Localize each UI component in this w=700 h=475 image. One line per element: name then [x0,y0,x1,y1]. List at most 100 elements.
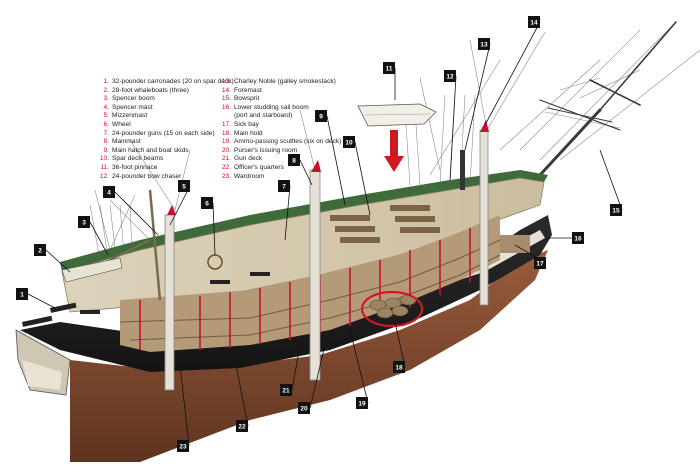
legend-item: 10.Spar deck beams [98,155,223,164]
legend-text: Foremast [234,86,262,94]
sick-bay [500,235,530,253]
callout-box [343,136,355,148]
callout-18: 18 [393,361,405,373]
callout-11: 11 [383,62,395,74]
callout-number: 14 [530,19,538,26]
spencer-mast [148,189,162,301]
callout-4: 4 [103,186,115,198]
callout-box [572,232,584,244]
legend-item: 23.Wardroom [220,173,345,182]
legend-item: 6.Wheel [98,121,223,130]
guns [21,272,270,327]
callout-number: 10 [345,139,353,146]
hull-copper [70,250,548,462]
callout-14: 14 [528,16,540,28]
callout-number: 5 [182,183,186,190]
legend-number: 14. [221,86,231,94]
legend-text: Spencer mast [112,103,153,111]
legend-item: 2.28-foot whaleboats (three) [98,87,223,96]
legend-text: (port and starboard) [234,112,293,120]
callout-box [393,361,405,373]
charley-noble [460,150,465,190]
callout-number: 8 [292,157,296,164]
legend-item: 14.Foremast [220,87,345,96]
legend-item: 20.Purser's issuing room [220,147,345,156]
callout-box [288,154,300,166]
callout-3: 3 [78,216,90,228]
legend-text: 36-foot pinnace [112,163,158,171]
callout-number: 16 [574,235,582,242]
callout-number: 2 [38,247,42,254]
legend-number: 2. [103,86,110,94]
legend-number: 17. [221,120,231,128]
callout-box [178,180,190,192]
callout-box [383,62,395,74]
legend-number: 5. [103,112,110,120]
legend-number: 3. [103,95,110,103]
callout-22: 22 [236,420,248,432]
callout-number: 19 [358,400,366,407]
callout-5: 5 [178,180,190,192]
legend-text: Officer's quarters [234,163,284,171]
callout-number: 13 [480,41,488,48]
legend-number [220,112,231,121]
callout-box [177,440,189,452]
legend-text: Sick bay [234,120,259,128]
callout-number: 12 [446,73,454,80]
legend-number: 10. [99,155,109,163]
callout-number: 11 [386,65,393,72]
legend-number: 6. [103,120,110,128]
callout-15: 15 [610,204,622,216]
callout-1: 1 [16,288,28,300]
legend-text: Lower studding sail boom [234,103,309,111]
callout-17: 17 [534,257,546,269]
callout-6: 6 [201,197,213,209]
legend-item: 8.Mainmast [98,138,223,147]
legend-column-right: 13.Charley Noble (galley smokestack)14.F… [220,78,345,181]
legend-number: 18. [221,129,231,137]
callout-box [356,397,368,409]
legend-item: 19.Ammo-passing scuttles (six on deck) [220,138,345,147]
callout-23: 23 [177,440,189,452]
callout-box [278,180,290,192]
legend-item: 9.Main hatch and boat skids [98,147,223,156]
leader-lines [27,21,623,447]
main-hold-highlight [360,290,424,328]
callout-16: 16 [572,232,584,244]
callout-number: 21 [282,387,290,394]
callout-box [280,384,292,396]
callout-number: 18 [395,364,403,371]
legend-item: 21.Gun deck [220,155,345,164]
callout-number: 3 [82,219,86,226]
legend-item: 16.Lower studding sail boom [220,104,345,113]
legend-item: 15.Bowsprit [220,95,345,104]
legend-text: Mizzenmast [112,112,148,120]
legend-item: 17.Sick bay [220,121,345,130]
legend-text: 32-pounder carronades (20 on spar deck) [112,78,234,85]
callout-box [78,216,90,228]
callout-box [528,16,540,28]
callout-number: 1 [20,291,24,298]
hull-black [20,215,552,372]
legend-text: Charley Noble (galley smokestack) [234,78,336,85]
callout-7: 7 [278,180,290,192]
bowsprit [538,21,677,177]
callout-box [34,244,46,256]
legend-number: 22. [221,163,231,171]
callout-21: 21 [280,384,292,396]
callout-2: 2 [34,244,46,256]
whaleboat-stern [15,329,71,396]
legend-item: 7.24-pounder guns (15 on each side) [98,130,223,139]
legend-number: 7. [103,129,110,137]
callout-12: 12 [444,70,456,82]
callout-box [103,186,115,198]
legend-number: 4. [103,103,110,111]
main-hold-barrels [369,294,417,319]
legend-item: 11.36-foot pinnace [98,164,223,173]
mizzenmast [164,205,176,391]
legend-item: (port and starboard) [220,112,345,121]
legend-number: 20. [221,146,231,154]
callout-number: 7 [282,183,286,190]
legend-item: 12.24-pounder bow chaser [98,173,223,182]
